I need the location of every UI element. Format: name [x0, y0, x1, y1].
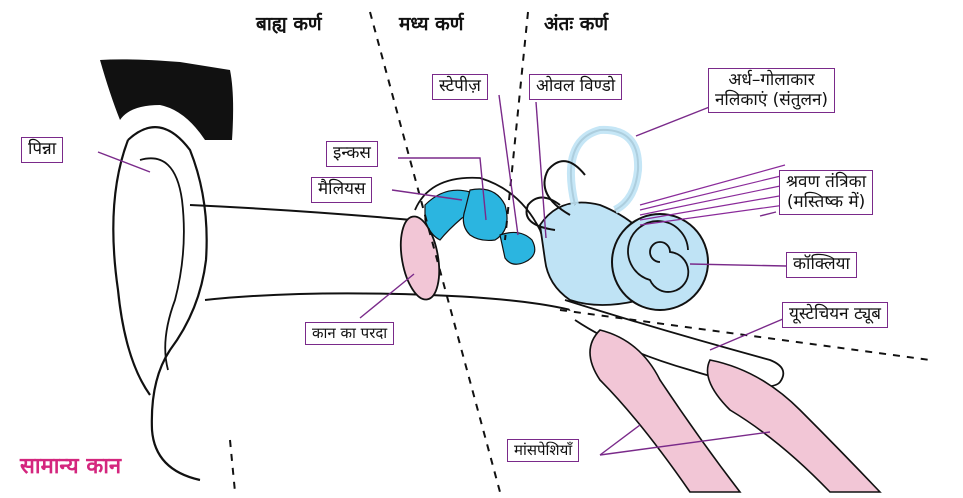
malleus-label: मैलियस	[311, 177, 372, 203]
pinna-outline	[113, 127, 206, 480]
muscles-label: मांसपेशियाँ	[507, 439, 579, 462]
hair-shape	[100, 59, 233, 140]
eustachian-tube-label: यूस्टेचियन ट्यूब	[782, 302, 888, 328]
middle-ear-heading: मध्य कर्ण	[399, 10, 463, 36]
auditory-nerve-label-line2: (मस्तिष्क में)	[786, 193, 866, 213]
ear-canal	[190, 205, 600, 320]
diagram-caption: सामान्य कान	[20, 450, 121, 480]
incus-label: इन्कस	[326, 141, 378, 167]
inner-ear-heading: अंतः कर्ण	[544, 10, 608, 36]
oval-window-label: ओवल विण्डो	[529, 74, 622, 100]
auditory-nerve-label-line1: श्रवण तंत्रिका	[786, 173, 866, 193]
semicircular-canals-label-line1: अर्ध–गोलाकार	[715, 71, 828, 91]
cochlea-label: कॉक्लिया	[786, 252, 857, 278]
pinna-divider	[230, 440, 235, 492]
auditory-nerve-label: श्रवण तंत्रिका (मस्तिष्क में)	[779, 170, 873, 215]
muscle-2	[708, 360, 881, 492]
auditory-nerve	[640, 165, 785, 225]
stapes-label: स्टेपीज़	[432, 74, 488, 100]
outer-ear-heading: बाह्य कर्ण	[256, 10, 322, 36]
eardrum-label: कान का परदा	[305, 322, 394, 345]
semicircular-canals-label-line2: नलिकाएं (संतुलन)	[715, 91, 828, 111]
pinna-label: पिन्ना	[21, 137, 63, 163]
semicircular-canals-label: अर्ध–गोलाकार नलिकाएं (संतुलन)	[708, 68, 835, 113]
